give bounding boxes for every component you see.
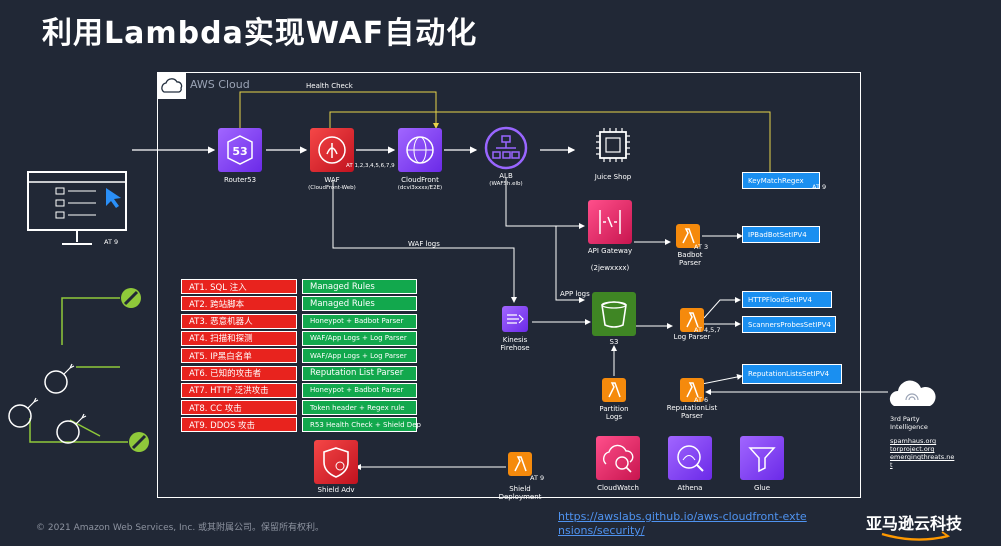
log-parser-tag: AT 4,5,7 [694,326,721,334]
shield-deployment-tag: AT 9 [530,474,545,482]
badbot-parser-label: Badbot Parser [677,251,703,267]
keymatch-regex-set: KeyMatchRegex [742,172,820,189]
cloudwatch-icon [596,436,640,480]
cloudfront-icon [398,128,442,172]
waf-icon [310,128,354,172]
mitigation-rule: Reputation List Parser [302,365,417,381]
waf-sublabel: (CloudFront-Web) [308,185,356,191]
client-monitor-icon [27,171,127,245]
threat-intel-cloud-icon [889,380,936,406]
attack-name: AT6. 已知的攻击者 [181,365,297,381]
brand-logo-text: 亚马逊云科技 [866,514,963,533]
scanners-probes-ipset: ScannersProbesSetIPV4 [742,316,836,333]
attack-name: AT8. CC 攻击 [181,400,297,416]
threat-intel-label: 3rd Party Intelligence [890,415,928,431]
cloudfront-sublabel: (dcvi3xxxx/E2E) [397,185,443,191]
api-gateway-icon [588,200,632,244]
aws-cloud-boundary [157,72,861,498]
waf-tag: AT 1,2,3,4,5,6,7,9 [346,163,395,169]
aws-cloud-icon [158,73,186,99]
reputation-parser-tag: AT 6 [694,396,709,404]
partition-logs-label: Partition Logs [599,405,629,421]
route53-icon: 53 [218,128,262,172]
s3-icon [592,292,636,336]
shield-adv-icon [314,440,358,484]
athena-icon [668,436,712,480]
cloudwatch-label: CloudWatch [597,484,639,492]
log-parser-label: Log Parser [673,333,711,341]
intel-source[interactable]: spamhaus.org [890,437,937,445]
api-gateway-label: API Gateway [587,247,633,255]
alb-sublabel: (WAFSh.elb) [489,181,523,187]
health-check-label: Health Check [306,82,353,90]
httpflood-ipset: HTTPFloodSetIPV4 [742,291,832,308]
aws-cloud-label: AWS Cloud [190,78,250,91]
bomb-icon [56,413,87,444]
mitigation-rule: R53 Health Check + Shield Dep [302,417,421,433]
block-icon [129,432,149,452]
attack-name: AT1. SQL 注入 [181,279,297,294]
app-logs-label: APP logs [560,290,590,298]
s3-label: S3 [609,338,619,346]
bomb-icon [8,397,39,428]
copyright-footer: © 2021 Amazon Web Services, Inc. 或其附属公司。… [36,523,325,533]
reputation-parser-lambda-icon [680,378,704,402]
badbot-parser-lambda-icon [676,224,700,248]
cloudfront-label: CloudFront [401,176,439,184]
waf-label: WAF [324,176,340,184]
partition-logs-lambda-icon [602,378,626,402]
badbot-parser-tag: AT 3 [694,243,709,251]
waf-logs-label: WAF logs [408,240,440,248]
alb-icon [484,126,528,170]
svg-text:53: 53 [232,145,247,158]
attack-name: AT5. IP黑白名单 [181,348,297,364]
attack-name: AT9. DDOS 攻击 [181,417,297,433]
log-parser-lambda-icon [680,308,704,332]
kinesis-firehose-icon [502,306,528,332]
juice-shop-label: Juice Shop [594,173,632,181]
shield-deployment-lambda-icon [508,452,532,476]
shield-adv-label: Shield Adv [317,486,355,494]
attack-name: AT3. 恶意机器人 [181,313,297,329]
reputation-parser-label: ReputationList Parser [666,404,718,420]
attack-name: AT4. 扫描和探测 [181,330,297,346]
reputation-lists-ipset: ReputationListsSetIPV4 [742,364,842,384]
bomb-icon [44,363,75,394]
api-gateway-sublabel: (2jewxxxx) [590,264,630,272]
mitigation-rule: Token header + Regex rule [302,400,417,416]
athena-label: Athena [677,484,703,492]
juice-shop-server-icon [596,128,630,162]
glue-icon [740,436,784,480]
page-title: 利用Lambda实现WAF自动化 [42,16,478,51]
mitigation-rule: Honeypot + Badbot Parser [302,382,417,398]
mitigation-rule: Honeypot + Badbot Parser [302,313,417,329]
route53-label: Router53 [223,176,257,184]
intel-source[interactable]: torproject.org [890,445,935,453]
attack-name: AT7. HTTP 泛洪攻击 [181,382,297,398]
block-icon [121,288,141,308]
mitigation-rule: Managed Rules [302,279,417,294]
brand-smile-icon [881,531,951,541]
alb-label: ALB [499,172,513,180]
attack-name: AT2. 跨站脚本 [181,296,297,312]
client-tag: AT 9 [104,238,119,246]
keymatch-tag: AT 9 [812,183,827,191]
mitigation-rule: WAF/App Logs + Log Parser [302,330,417,346]
kinesis-firehose-label: Kinesis Firehose [500,336,530,352]
glue-label: Glue [753,484,771,492]
mitigation-rule: Managed Rules [302,296,417,312]
docs-link[interactable]: https://awslabs.github.io/aws-cloudfront… [558,510,807,537]
intel-source[interactable]: emergingthreats.net [890,453,955,469]
shield-deployment-label: Shield Deployment [498,485,542,501]
mitigation-rule: WAF/App Logs + Log Parser [302,348,417,364]
badbot-ipset: IPBadBotSetIPV4 [742,226,820,243]
